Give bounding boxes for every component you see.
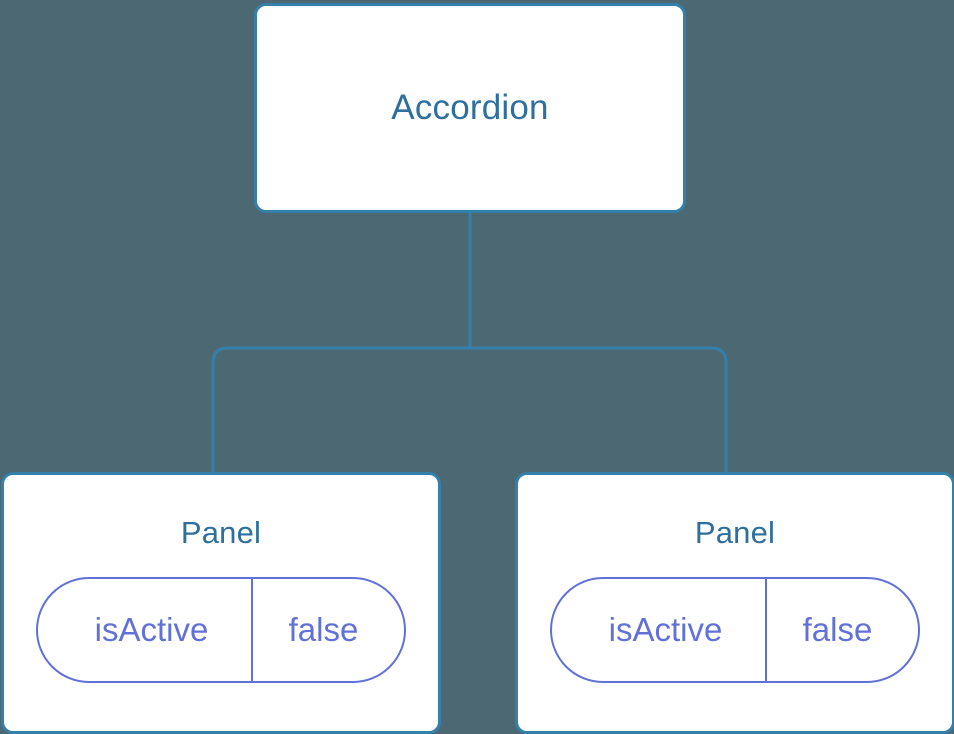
- edge-root-to-panel-0: [211, 346, 470, 474]
- node-panel-1-state-key: isActive: [552, 578, 767, 681]
- node-panel-1-state-badge[interactable]: isActive false: [550, 576, 920, 683]
- node-panel-0-title: Panel: [180, 515, 262, 550]
- node-panel-0-state-key: isActive: [38, 578, 253, 681]
- node-accordion-title: Accordion: [391, 87, 549, 127]
- node-accordion[interactable]: Accordion: [254, 3, 686, 213]
- node-panel-1-title: Panel: [694, 515, 776, 550]
- node-panel-0-state-value: false: [288, 610, 359, 648]
- edge-root-to-panel-1: [470, 346, 728, 474]
- node-panel-1-state-value: false: [802, 610, 873, 648]
- node-panel-0[interactable]: Panel isActive false: [1, 472, 441, 734]
- node-panel-0-state-badge[interactable]: isActive false: [36, 576, 406, 683]
- node-panel-1[interactable]: Panel isActive false: [515, 472, 954, 734]
